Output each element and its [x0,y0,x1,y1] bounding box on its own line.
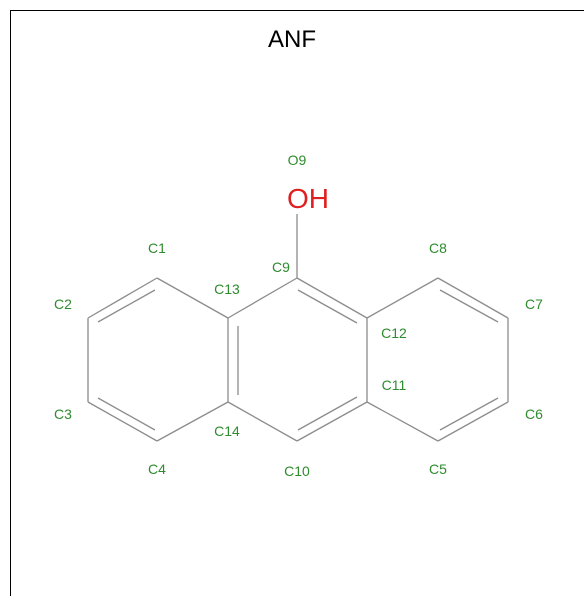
atom-label-c14: C14 [214,423,240,439]
bond-c9-c12 [296,277,368,319]
atom-label-c11: C11 [382,377,407,393]
bond-c13-c9 [227,277,298,319]
atom-label-c12: C12 [381,325,407,341]
bond-c1-c2-inner [97,289,156,323]
atom-label-c2: C2 [54,296,72,312]
bond-c4-c14 [156,401,229,442]
bond-c3-c4-inner [97,397,156,431]
atom-label-c9: C9 [272,259,290,275]
bond-c13-c1 [156,277,229,319]
atom-label-c6: C6 [525,406,543,422]
molecule-title: ANF [268,26,316,53]
bond-c12-c8 [366,277,439,319]
atom-labels: OH O9 C1 C2 C3 C4 C5 C6 C7 C8 C9 C10 C11… [54,152,543,479]
atom-label-c4: C4 [148,461,166,477]
bond-c11-c10-inner [297,396,358,431]
atom-label-o9: O9 [288,152,307,168]
bonds [87,214,509,442]
bond-c8-c7-inner [439,289,499,323]
bond-c5-c11 [366,401,439,442]
canvas [10,10,584,596]
atom-label-c7: C7 [525,296,543,312]
bond-c3-c4 [87,401,158,442]
atom-label-c10: C10 [284,463,310,479]
atom-label-c13: C13 [214,281,240,297]
bond-c9-c12-inner [297,289,358,324]
bond-c11-c10 [296,401,368,442]
bond-c6-c5 [437,401,509,442]
atom-label-c8: C8 [429,240,447,256]
atom-label-c1: C1 [148,240,166,256]
bond-c6-c5-inner [439,397,499,431]
bond-c8-c7 [437,277,509,319]
atom-label-c5: C5 [429,461,447,477]
bond-c10-c14 [227,401,298,442]
atom-label-c3: C3 [54,406,72,422]
hydroxyl-label: OH [287,183,329,214]
bond-c1-c2 [87,277,158,319]
